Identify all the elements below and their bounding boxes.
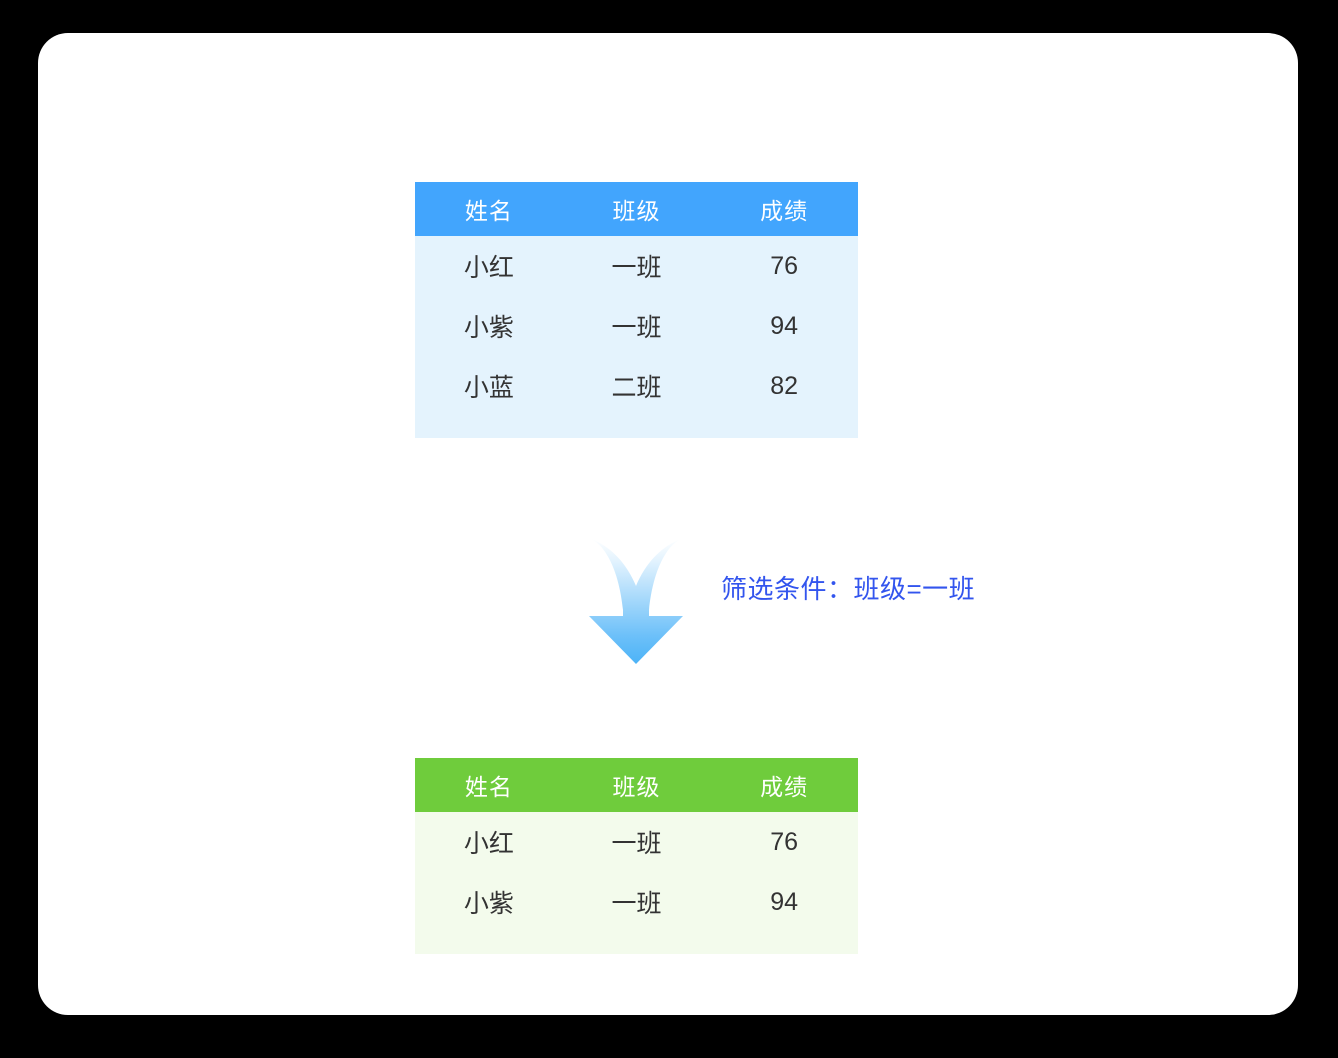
cell-score: 76 [770,251,799,280]
cell-class: 一班 [611,890,662,918]
filtered-result-table: 姓名 班级 成绩 小红 一班 76 小紫 一班 94 [415,758,858,954]
cell-class: 二班 [611,374,662,402]
content-card: 姓名 班级 成绩 小红 一班 76 小紫 一班 94 小蓝 二班 [38,33,1298,1015]
table-bottom-spacer [415,932,858,954]
cell-score: 94 [770,887,799,916]
table-row: 小蓝 二班 82 [415,356,858,416]
cell-name: 小紫 [463,890,514,918]
result-table-header: 姓名 班级 成绩 [415,758,858,812]
table-row: 小紫 一班 94 [415,296,858,356]
cell-score: 94 [770,311,799,340]
filter-condition-label: 筛选条件：班级=一班 [721,574,976,604]
cell-name: 小红 [463,830,514,858]
column-header-name: 姓名 [464,198,513,224]
source-data-table: 姓名 班级 成绩 小红 一班 76 小紫 一班 94 小蓝 二班 [415,182,858,438]
column-header-name: 姓名 [464,774,513,800]
source-table-header: 姓名 班级 成绩 [415,182,858,236]
table-row: 小紫 一班 94 [415,872,858,932]
table-row: 小红 一班 76 [415,812,858,872]
column-header-score: 成绩 [760,198,809,224]
result-table-body: 小红 一班 76 小紫 一班 94 [415,812,858,954]
arrow-down-icon [589,538,683,664]
cell-class: 一班 [611,314,662,342]
cell-class: 一班 [611,254,662,282]
source-table-body: 小红 一班 76 小紫 一班 94 小蓝 二班 82 [415,236,858,438]
table-row: 小红 一班 76 [415,236,858,296]
cell-score: 76 [770,827,799,856]
table-bottom-spacer [415,416,858,438]
cell-name: 小蓝 [463,374,514,402]
column-header-score: 成绩 [760,774,809,800]
column-header-class: 班级 [612,774,661,800]
cell-name: 小紫 [463,314,514,342]
cell-name: 小红 [463,254,514,282]
cell-class: 一班 [611,830,662,858]
cell-score: 82 [770,371,799,400]
column-header-class: 班级 [612,198,661,224]
table-header-row: 姓名 班级 成绩 [415,758,858,812]
table-header-row: 姓名 班级 成绩 [415,182,858,236]
